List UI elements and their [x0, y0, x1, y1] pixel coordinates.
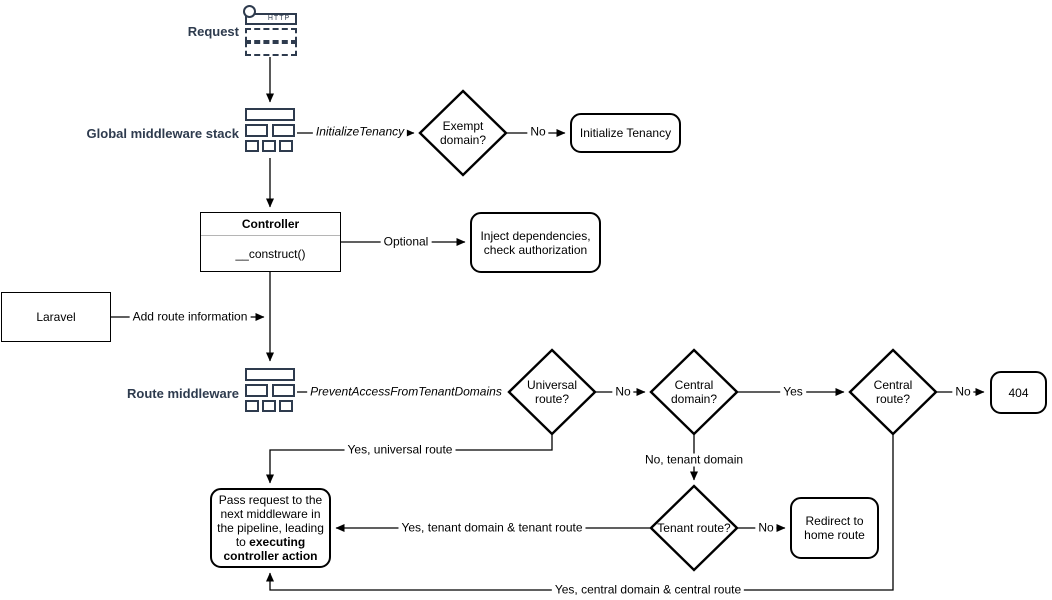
global-middleware-stack-icon [245, 108, 295, 156]
yes-tenant-domain-tenant-route-label: Yes, tenant domain & tenant route [398, 521, 586, 535]
central-domain-yes-label: Yes [780, 385, 806, 399]
add-route-information-label: Add route information [129, 310, 251, 324]
initialize-tenancy-node: Initialize Tenancy [570, 113, 681, 153]
yes-central-domain-central-route-label: Yes, central domain & central route [551, 583, 745, 597]
decision-exempt-domain [418, 89, 508, 177]
http-request-icon-body-2 [245, 42, 297, 56]
decision-tenant-route [649, 484, 739, 572]
decision-central-domain [649, 348, 739, 436]
http-request-icon-circle [243, 5, 256, 18]
central-route-label: Central route? [873, 378, 913, 406]
exempt-no-label: No [527, 125, 549, 139]
controller-method: __construct() [235, 247, 306, 261]
http-request-icon-header: HTTP [245, 13, 297, 25]
route-middleware-label: Route middleware [127, 386, 239, 401]
optional-label: Optional [380, 235, 432, 249]
decision-universal-route [507, 348, 597, 436]
http-request-icon: HTTP [243, 5, 299, 57]
global-middleware-stack-label: Global middleware stack [86, 126, 239, 141]
404-node: 404 [990, 371, 1047, 414]
request-label: Request [187, 24, 239, 39]
controller-node: Controller __construct() [200, 212, 341, 272]
redirect-home-node: Redirect to home route [790, 497, 879, 559]
central-domain-label: Central domain? [670, 378, 718, 406]
http-label: HTTP [267, 15, 291, 22]
no-tenant-domain-label: No, tenant domain [641, 453, 747, 467]
universal-no-label: No [612, 385, 634, 399]
pass-request-bold-text: executing controller action [223, 535, 318, 563]
pass-request-node: Pass request to the next middleware in t… [210, 488, 331, 568]
exempt-domain-label: Exempt domain? [439, 119, 487, 147]
tenant-route-no-label: No [755, 521, 777, 535]
prevent-access-middleware-label: PreventAccessFromTenantDomains [307, 385, 505, 399]
tenant-route-label: Tenant route? [657, 521, 731, 535]
pass-request-text: Pass request to the next middleware in t… [217, 493, 324, 549]
route-middleware-icon [245, 368, 295, 416]
inject-dependencies-node: Inject dependencies, check authorization [470, 212, 601, 273]
http-request-icon-body-1 [245, 28, 297, 42]
controller-title: Controller [201, 213, 340, 236]
yes-universal-route-label: Yes, universal route [344, 443, 456, 457]
laravel-node: Laravel [1, 292, 111, 342]
initialize-tenancy-middleware-label: InitializeTenancy [312, 125, 408, 139]
central-route-no-label: No [952, 385, 974, 399]
decision-central-route [848, 348, 938, 436]
universal-route-label: Universal route? [526, 378, 577, 406]
